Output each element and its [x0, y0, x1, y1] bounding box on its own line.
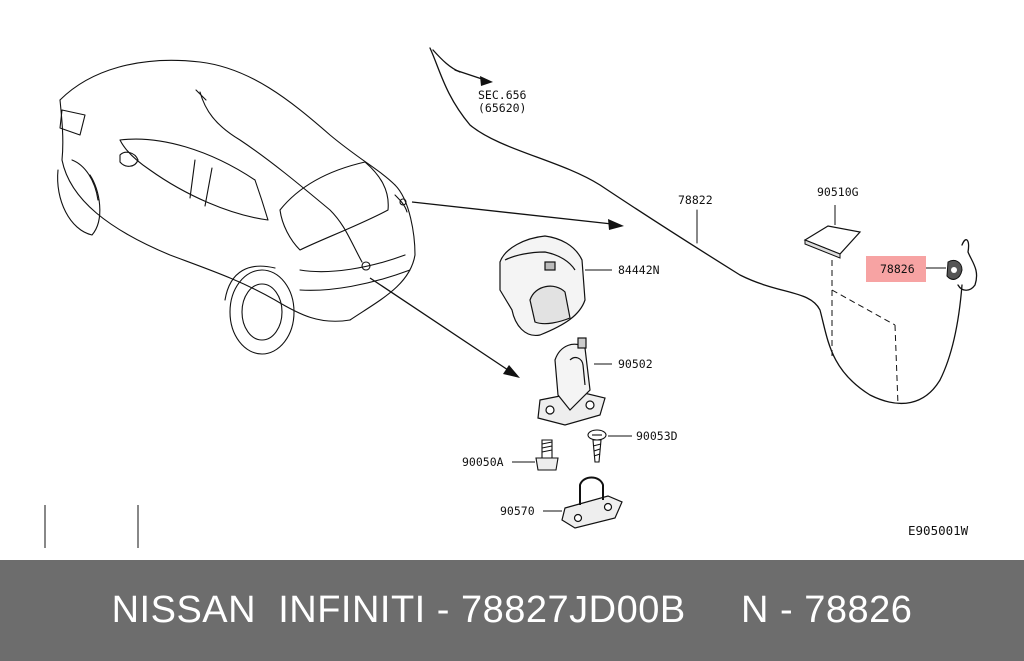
label-cable: 78822	[678, 193, 713, 207]
label-sec-sub: (65620)	[478, 101, 526, 115]
pad-90510g	[803, 205, 862, 259]
cover-84442n	[499, 235, 612, 337]
label-striker: 90570	[500, 504, 535, 518]
banner-text: NISSAN INFINITI - 78827JD00B N - 78826	[111, 589, 913, 631]
car-illustration	[57, 59, 416, 355]
exploded-parts-diagram: SEC.656 (65620) 78822 90510G 78826 84442…	[44, 47, 978, 548]
bolt-90050a	[512, 439, 559, 471]
latch-90502	[537, 337, 612, 426]
label-screw-d: 90053D	[636, 429, 678, 443]
crop-marks	[44, 505, 139, 548]
label-bolt-a: 90050A	[462, 455, 504, 469]
label-sec: SEC.656	[478, 88, 527, 102]
label-drawing-code: E905001W	[908, 523, 969, 538]
label-latch: 90502	[618, 357, 653, 371]
label-cover: 84442N	[618, 263, 660, 277]
part-highlight-box	[866, 256, 926, 282]
label-pad: 90510G	[817, 185, 859, 199]
striker-90570	[543, 476, 623, 529]
clip-78826	[926, 259, 963, 280]
screw-90053d	[587, 429, 632, 463]
leader-arrows	[369, 201, 624, 378]
part-number-banner: NISSAN INFINITI - 78827JD00B N - 78826	[0, 560, 1024, 661]
label-highlighted-part[interactable]: 78826	[880, 262, 915, 276]
release-cable-78822	[429, 47, 978, 405]
dashed-outline	[831, 260, 899, 406]
